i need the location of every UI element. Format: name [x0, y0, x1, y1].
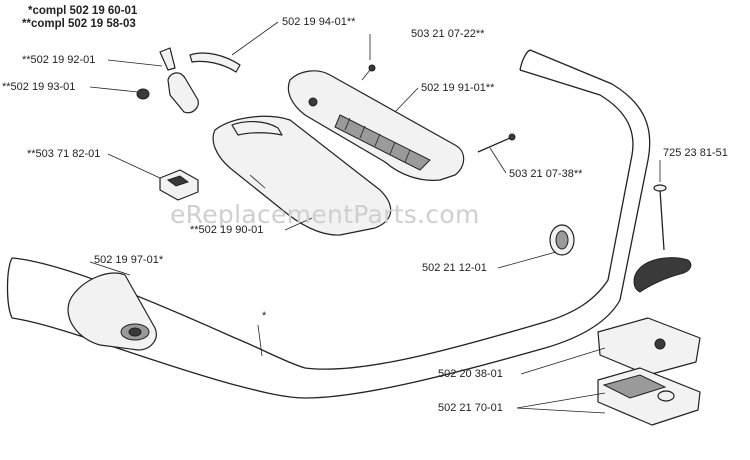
- throttle-lever: [136, 47, 241, 114]
- label-502-21-12-01: 502 21 12-01: [422, 262, 487, 274]
- label-502-19-94-01: 502 19 94-01**: [282, 16, 356, 28]
- handle-upper-half: [287, 70, 465, 181]
- handle-lower-half: [212, 115, 392, 236]
- label-502-19-91-01: 502 19 91-01**: [421, 82, 495, 94]
- stop-switch: [159, 169, 199, 201]
- leader-lines: [89, 21, 661, 414]
- label-502-19-92-01: **502 19 92-01: [22, 54, 96, 66]
- bolt: [653, 184, 667, 251]
- label-725-23-81-51: 725 23 81-51: [663, 147, 728, 159]
- knob: [633, 257, 692, 293]
- screw-upper: [361, 64, 376, 81]
- clamp-ring: [549, 224, 575, 256]
- clamp-upper: [597, 317, 701, 376]
- label-502-19-90-01: **502 19 90-01: [190, 224, 264, 236]
- label-502-20-38-01: 502 20 38-01: [438, 368, 503, 380]
- watermark: eReplacementParts.com: [170, 200, 480, 229]
- label-compl-1: *compl 502 19 60-01: [28, 5, 138, 17]
- label-503-71-82-01: **503 71 82-01: [27, 148, 101, 160]
- screw-long: [477, 133, 516, 153]
- label-502-21-70-01: 502 21 70-01: [438, 402, 503, 414]
- left-grip: [67, 272, 157, 351]
- label-503-21-07-38: 503 21 07-38**: [509, 168, 583, 180]
- label-star: *: [262, 310, 267, 322]
- handlebar-tube: [6, 49, 651, 399]
- label-502-19-93-01: **502 19 93-01: [2, 81, 76, 93]
- label-502-19-97-01: 502 19 97-01*: [94, 254, 164, 266]
- clamp-lower: [597, 367, 701, 426]
- label-compl-2: **compl 502 19 58-03: [22, 18, 136, 30]
- label-503-21-07-22: 503 21 07-22**: [411, 28, 485, 40]
